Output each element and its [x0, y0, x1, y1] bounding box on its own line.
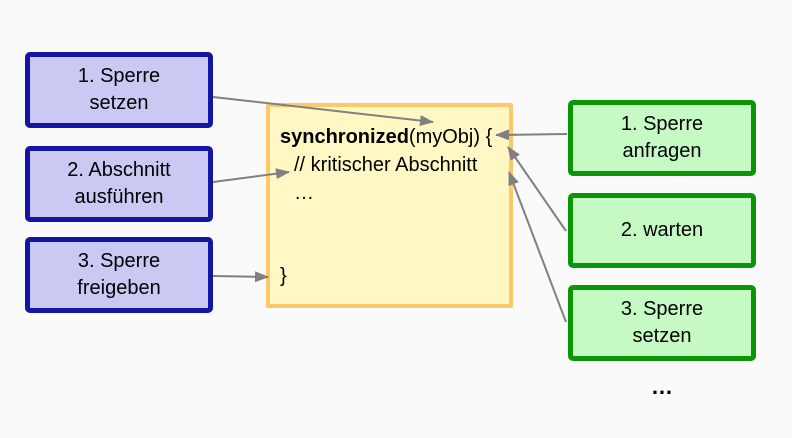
right-step-box-3-sperre-setzen: 3. Sperre setzen	[568, 285, 756, 361]
code-keyword-synchronized: synchronized	[280, 126, 409, 148]
step-text-line: 1. Sperre	[620, 113, 704, 135]
code-line-synchronized: synchronized(myObj) {	[280, 123, 509, 151]
arrow-release-lock-to-closing-brace	[212, 271, 269, 283]
code-line-comment: // kritischer Abschnitt	[294, 154, 478, 176]
step-text-line: 3. Sperre	[77, 250, 161, 272]
code-line-closing-brace: }	[280, 265, 287, 287]
step-text-line: ausführen	[74, 186, 164, 208]
left-step-box-2-abschnitt-ausfuehren: 2. Abschnitt ausführen	[25, 146, 213, 222]
right-step-box-1-sperre-anfragen: 1. Sperre anfragen	[568, 100, 756, 176]
step-text-line: freigeben	[77, 277, 161, 299]
step-text-line: 2. warten	[620, 219, 704, 241]
step-text-line: anfragen	[622, 140, 702, 162]
right-step-box-2-warten: 2. warten	[568, 193, 756, 268]
step-text-line: 1. Sperre	[77, 65, 161, 87]
continuation-ellipsis: …	[651, 374, 673, 399]
code-line-ellipsis: …	[294, 182, 314, 204]
code-line1-rest: (myObj) {	[408, 126, 493, 148]
code-box-synchronized-block: synchronized(myObj) { // kritischer Absc…	[266, 103, 513, 308]
step-text-line: setzen	[89, 92, 149, 114]
code-snippet: synchronized(myObj) { // kritischer Absc…	[270, 107, 509, 290]
left-step-box-1-sperre-setzen: 1. Sperre setzen	[25, 52, 213, 128]
arrow-set-lock-to-code	[508, 171, 567, 323]
step-text-line: setzen	[632, 325, 692, 347]
step-text-line: 3. Sperre	[620, 298, 704, 320]
step-text-line: 2. Abschnitt	[67, 159, 171, 181]
left-step-box-3-sperre-freigeben: 3. Sperre freigeben	[25, 237, 213, 313]
arrow-wait-to-code	[507, 146, 567, 232]
